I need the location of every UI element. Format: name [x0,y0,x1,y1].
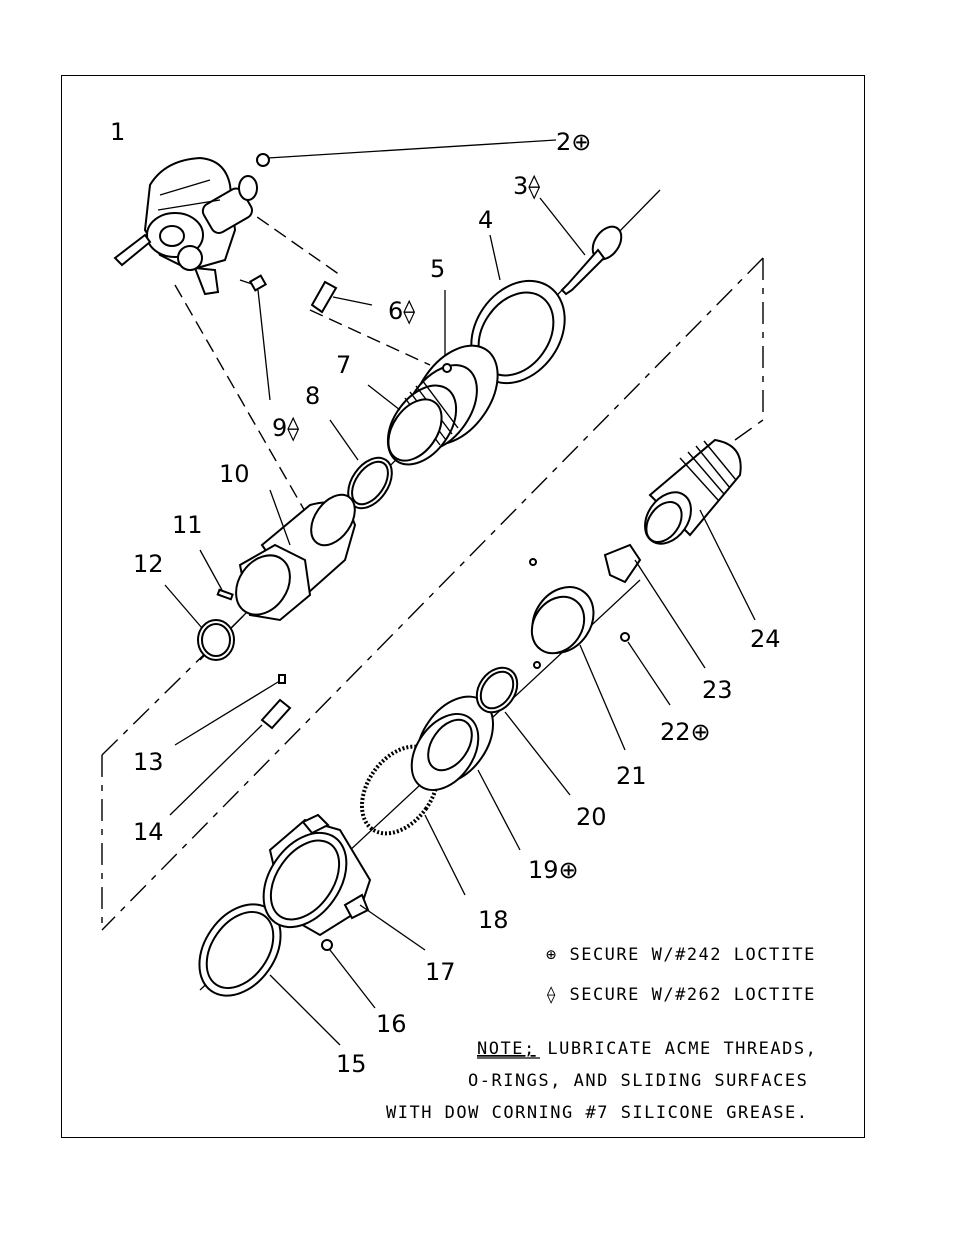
label-part-3: 3⟠ [513,172,540,200]
part-9-screw [240,276,270,400]
note-prefix: NOTE; [477,1039,536,1059]
label-part-20: 20 [576,803,607,831]
label-part-11: 11 [172,511,203,539]
label-part-12: 12 [133,550,164,578]
label-part-23: 23 [702,676,733,704]
label-part-19: 19⊕ [528,856,579,884]
phantom-line-right [735,258,763,440]
label-part-8: 8 [305,382,320,410]
part-13-detent [175,675,285,745]
note-line-3: WITH DOW CORNING #7 SILICONE GREASE. [386,1103,808,1123]
part-23-tab [605,545,705,668]
label-part-2: 2⊕ [556,128,591,156]
part-14-latch [170,700,290,815]
label-part-9: 9⟠ [272,414,299,442]
phantom-line-valve-to-fitting [240,205,340,275]
note-line-1: NOTE; LUBRICATE ACME THREADS, [477,1039,817,1059]
label-part-10: 10 [219,460,250,488]
label-part-15: 15 [336,1050,367,1078]
label-part-13: 13 [133,748,164,776]
label-part-21: 21 [616,762,647,790]
label-part-24: 24 [750,625,781,653]
label-part-5: 5 [430,255,445,283]
part-6-fitting [312,282,372,312]
part-2-screw [257,140,556,166]
label-part-7: 7 [336,351,351,379]
part-11-pin [200,550,233,599]
part-16-screw [322,940,375,1008]
note-line-2: O-RINGS, AND SLIDING SURFACES [468,1071,808,1091]
label-part-18: 18 [478,906,509,934]
label-part-14: 14 [133,818,164,846]
part-24-tube [636,440,755,620]
part-3-stem [540,198,627,294]
label-part-4: 4 [478,206,493,234]
label-part-6: 6⟠ [388,297,415,325]
part-10-shroud [225,487,364,625]
label-part-17: 17 [425,958,456,986]
label-part-22: 22⊕ [660,718,711,746]
legend-loctite-242: ⊕ SECURE W/#242 LOCTITE [546,945,816,965]
label-part-1: 1 [110,118,125,146]
part-22-screw [621,633,670,705]
note-line-1-text: LUBRICATE ACME THREADS, [536,1039,818,1059]
part-21-collar [520,559,625,750]
part-1-valve-assembly [115,158,257,294]
legend-loctite-262: ⟠ SECURE W/#262 LOCTITE [546,985,816,1005]
label-part-16: 16 [376,1010,407,1038]
